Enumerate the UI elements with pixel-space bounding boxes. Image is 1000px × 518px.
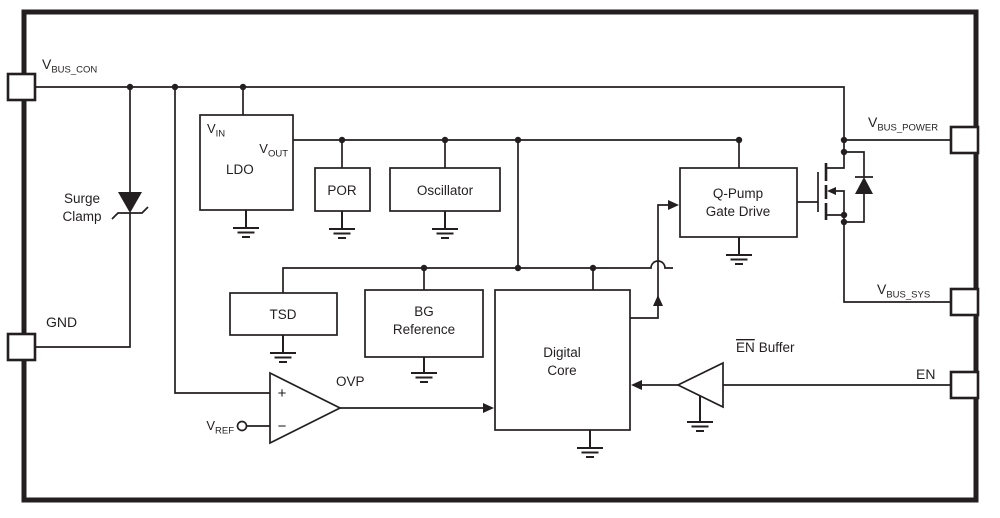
oscillator-block <box>389 167 501 212</box>
pin-vbus-con <box>6 72 37 102</box>
en-buffer-ground-icon <box>687 396 713 432</box>
en-buffer-arrow-icon <box>631 380 642 390</box>
pin-label-vbus-power: VBUS_POWER <box>868 114 938 134</box>
por-label: POR <box>327 183 357 198</box>
ovp-comparator <box>269 371 342 445</box>
ldo-ground-icon <box>233 210 259 238</box>
vref-label: VREF <box>206 418 234 437</box>
body-diode-icon <box>855 177 873 194</box>
oscillator-label: Oscillator <box>417 183 474 198</box>
pin-vbus-power <box>949 125 980 155</box>
signal-up-arrow-icon <box>653 295 663 306</box>
pin-vbus-sys <box>949 287 980 317</box>
ldo-vin-label: VIN <box>207 121 225 140</box>
tsd-label: TSD <box>270 307 297 322</box>
qpump-block <box>679 167 798 238</box>
tsd-block <box>229 292 338 336</box>
bg-reference-label-1: BG <box>414 304 434 319</box>
mosfet-substrate-arrow-icon <box>827 187 836 195</box>
digital-core-label-1: Digital <box>543 345 581 360</box>
en-buffer-triangle <box>676 361 724 409</box>
chip-outline <box>21 9 979 503</box>
vref-terminal-icon <box>236 420 248 432</box>
pin-label-en: EN <box>916 366 935 382</box>
qpump-label-2: Gate Drive <box>706 204 771 219</box>
qpump-input-arrow-icon <box>668 200 679 210</box>
vbus-sys-wire <box>826 190 951 303</box>
digital-core-label-2: Core <box>547 363 576 378</box>
surge-clamp-zener-bar-icon <box>111 206 149 220</box>
por-block <box>314 167 371 212</box>
bg-reference-label-2: Reference <box>393 322 455 337</box>
surge-clamp-label-1: Surge <box>64 191 100 206</box>
surge-clamp-label-2: Clamp <box>62 209 101 224</box>
digital-core-block <box>494 289 631 431</box>
surge-clamp-zener-icon <box>118 192 142 213</box>
junction-dots <box>126 83 848 272</box>
pin-gnd <box>6 332 37 362</box>
ldo-block <box>199 114 294 211</box>
pin-label-gnd: GND <box>46 314 77 330</box>
qpump-label-1: Q-Pump <box>713 186 763 201</box>
gate-drive-wire <box>797 172 819 212</box>
internal-supply-bus-wire <box>282 260 673 293</box>
vbus-con-bus-wire <box>35 86 845 169</box>
pin-label-vbus-sys: VBUS_SYS <box>877 281 930 301</box>
ovp-plus-sign: + <box>278 385 287 402</box>
pin-label-vbus-con: VBUS_CON <box>42 56 97 76</box>
ovp-plus-input-wire <box>174 87 270 394</box>
oscillator-ground-icon <box>432 211 458 239</box>
bg-reference-block <box>364 289 484 358</box>
por-ground-icon <box>329 211 355 239</box>
ovp-label: OVP <box>336 374 365 389</box>
surge-clamp-wire <box>35 87 131 348</box>
ldo-label: LDO <box>226 162 254 177</box>
ovp-output-arrow-icon <box>483 403 494 413</box>
core-to-qpump-wire <box>630 204 668 319</box>
ovp-minus-sign: − <box>278 418 287 435</box>
ldo-vout-label: VOUT <box>259 141 288 160</box>
digital-core-ground-icon <box>577 430 603 458</box>
tsd-ground-icon <box>270 335 296 363</box>
pin-en <box>949 370 980 400</box>
qpump-ground-icon <box>726 237 752 265</box>
bg-ground-icon <box>411 357 437 383</box>
